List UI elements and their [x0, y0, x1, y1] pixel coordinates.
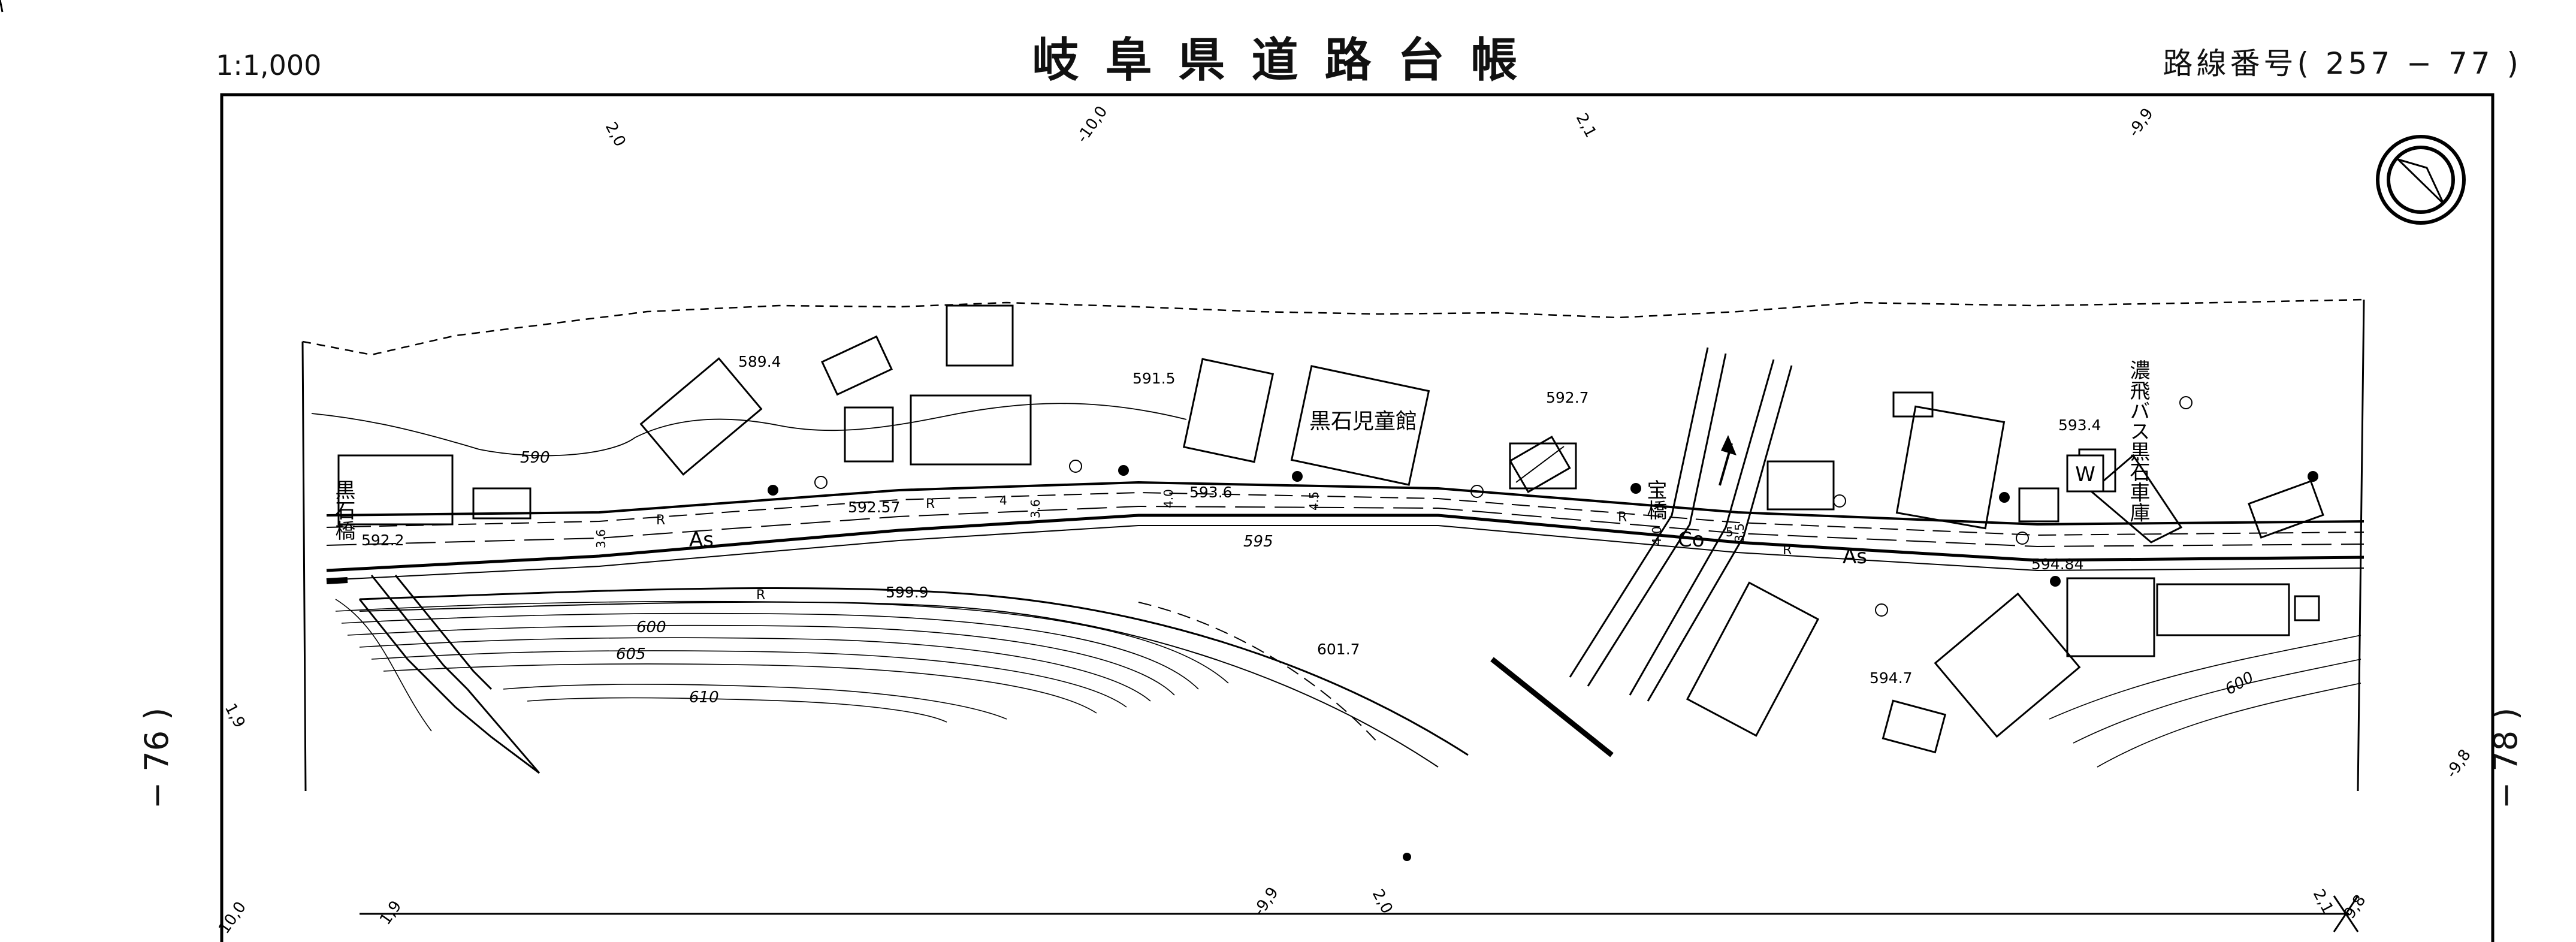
- width-label: 3.6: [1028, 499, 1043, 518]
- upper-contour-590: [311, 403, 1187, 457]
- contour-label: 600: [2222, 668, 2257, 699]
- building: [639, 357, 763, 476]
- corner-tick: [0, 0, 4, 13]
- contour-label: 610: [689, 689, 719, 707]
- main-road: [326, 481, 2364, 584]
- width-labels: 3.6 4 3.6 4.0 4.5 4.0 5 3.5: [594, 489, 1747, 548]
- lower-road: [359, 587, 1469, 756]
- station-mark: -9,9: [2125, 105, 2157, 140]
- elevation-label: 594.84: [2031, 555, 2083, 573]
- label-childrens-hall: 黒石児童館: [1309, 409, 1417, 434]
- building: [1290, 365, 1430, 486]
- survey-edge: [301, 299, 2365, 792]
- building: [2018, 487, 2059, 523]
- building: [821, 335, 893, 396]
- width-label: 4.5: [1307, 491, 1321, 511]
- building: [1882, 699, 1947, 754]
- contour-label: 600: [636, 618, 666, 636]
- elevation-label: 589.4: [738, 353, 781, 370]
- building: [1895, 405, 2006, 530]
- building: [844, 406, 894, 463]
- elevation-label: 592.57: [848, 499, 900, 516]
- elevation-label: 593.6: [1189, 484, 1233, 501]
- contour-label: 590: [520, 449, 550, 467]
- surface-label: Co: [1678, 528, 1705, 552]
- elevation-label: 594.7: [1870, 669, 1913, 687]
- building: [2066, 577, 2155, 657]
- svg-text:W: W: [2075, 463, 2095, 487]
- contour-label: 595: [1243, 533, 1273, 551]
- flow-arrow-head: [1721, 435, 1737, 455]
- building: [2248, 480, 2324, 539]
- survey-top-boundary: [302, 298, 2364, 356]
- width-label: 3.6: [594, 529, 608, 548]
- bus-garage-lot: [2089, 454, 2183, 544]
- elevation-label: 593.4: [2058, 416, 2101, 434]
- elevation-labels: 589.4 591.5 592.7 593.4 592.2 592.57 593…: [361, 353, 2101, 687]
- label-bridge-takara: 宝橋: [1643, 479, 1667, 520]
- embankment-slope: [358, 599, 540, 774]
- contour-label: 605: [616, 645, 646, 663]
- building: [1182, 358, 1275, 463]
- elevation-label: 591.5: [1133, 370, 1176, 387]
- building: [2294, 595, 2320, 621]
- station-mark: 1,9: [376, 898, 405, 928]
- width-label: 4.0: [1161, 489, 1176, 508]
- buildings: [337, 304, 2324, 754]
- route-number: 路線番号( 257 − 77 ): [2163, 46, 2522, 81]
- north-arrow-icon: [2376, 135, 2466, 225]
- surface-label: R: [756, 588, 765, 603]
- width-label: 4.0: [1650, 526, 1664, 545]
- building: [2156, 583, 2290, 636]
- surface-label: As: [689, 528, 714, 552]
- elevation-label: 592.2: [361, 532, 404, 549]
- elevation-label: 599.9: [886, 584, 929, 601]
- station-ticks: [2333, 895, 2359, 932]
- building: [1509, 435, 1571, 494]
- surface-label: As: [1843, 545, 1867, 569]
- bridge-left: [370, 575, 540, 774]
- map-scale: 1:1,000: [216, 49, 322, 81]
- water-tank-icon: W: [2066, 454, 2104, 493]
- building: [1892, 391, 1934, 418]
- station-mark: -10,0: [1073, 103, 1111, 146]
- label-bus-garage: 濃飛バス黒石車庫: [2126, 360, 2150, 523]
- building: [1934, 592, 2081, 738]
- bridge-right: [1569, 347, 1793, 702]
- surface-label: R: [656, 513, 665, 528]
- station-mark: 9,8: [2341, 892, 2369, 922]
- hill-contours: [335, 599, 2361, 768]
- building: [946, 304, 1014, 367]
- building: [1686, 581, 1820, 737]
- map-frame: [220, 93, 2495, 942]
- width-label: 3.5: [1732, 523, 1747, 542]
- building: [1766, 460, 1835, 511]
- surface-label: R: [1783, 543, 1792, 558]
- station-mark: 2,1: [2309, 886, 2337, 917]
- pipe-crossing: [1490, 657, 1614, 757]
- station-mark: -9,8: [2442, 746, 2475, 781]
- station-mark: 1,9: [221, 701, 249, 731]
- width-label: 4: [999, 493, 1007, 508]
- utility-rings: [814, 396, 2193, 617]
- building: [910, 394, 1032, 466]
- station-mark: 2,1: [1572, 110, 1600, 141]
- building: [337, 454, 454, 526]
- station-mark: 2,0: [602, 119, 629, 150]
- elevation-label: 592.7: [1546, 389, 1589, 406]
- building: [1509, 442, 1577, 490]
- label-bridge-kuroishi: 黒石橋: [331, 479, 355, 541]
- elevation-label: 601.7: [1317, 641, 1360, 658]
- width-label: 5: [1726, 525, 1734, 539]
- utility-points: [768, 465, 2318, 861]
- map-title: 岐阜県道路台帳: [1032, 34, 1544, 87]
- surface-label: R: [926, 497, 935, 512]
- surface-label: R: [1618, 510, 1627, 525]
- station-mark: 2,0: [1369, 886, 1396, 917]
- building: [472, 487, 531, 520]
